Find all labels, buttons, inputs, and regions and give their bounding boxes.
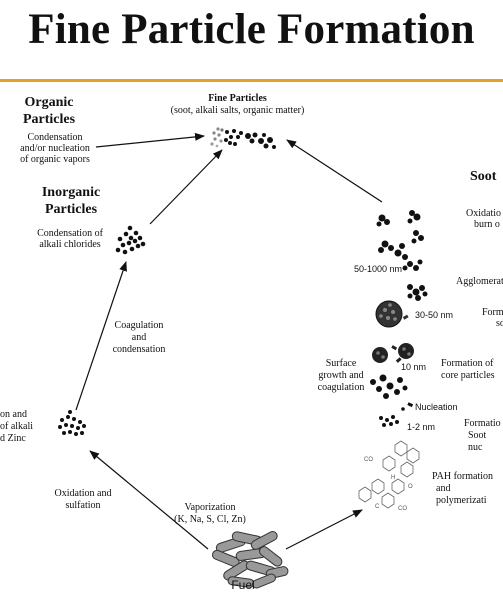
nucleation-particles bbox=[370, 374, 414, 427]
nucleation-label: Nucleation bbox=[415, 402, 458, 412]
soot-oxidation-line2: burn o bbox=[474, 219, 500, 230]
organic-desc-line3: of organic vapors bbox=[20, 154, 90, 165]
molecule-co2: CO bbox=[364, 457, 373, 463]
surface-growth-line2: growth and bbox=[318, 370, 364, 381]
agglomeration-label: Agglomerat bbox=[456, 276, 503, 287]
inorganic-heading-line1: Inorganic bbox=[41, 185, 101, 200]
size-30-50nm: 30-50 nm bbox=[415, 310, 454, 320]
title-rule bbox=[0, 79, 503, 82]
soot-agglomerates bbox=[376, 210, 428, 301]
soot-sphere bbox=[375, 300, 409, 328]
core-formation-line1: Formation of bbox=[441, 358, 494, 369]
vaporization-line2: (K, Na, S, Cl, Zn) bbox=[174, 514, 246, 525]
size-50-1000nm: 50-1000 nm bbox=[354, 264, 403, 274]
oxidation-sulfation-line2: sulfation bbox=[65, 500, 101, 511]
molecule-o2: O bbox=[408, 484, 413, 490]
organic-heading-line1: Organic bbox=[24, 95, 74, 110]
fine-particles-heading: Fine Particles bbox=[208, 93, 267, 104]
soot-nucleation-line1: Formatio bbox=[464, 418, 501, 429]
coagulation-line2: and bbox=[131, 332, 147, 343]
organic-heading-line2: Particles bbox=[22, 112, 76, 127]
soot-oxidation-line1: Oxidatio bbox=[466, 208, 501, 219]
page-title: Fine Particle Formation bbox=[28, 6, 475, 53]
size-10nm: 10 nm bbox=[401, 362, 427, 372]
surface-growth-line3: coagulation bbox=[317, 382, 365, 393]
pah-line1: PAH formation bbox=[432, 471, 494, 482]
cut-text-line3: d Zinc bbox=[0, 433, 26, 444]
molecule-c2h2: C bbox=[375, 504, 380, 510]
molecule-h2o: H bbox=[391, 475, 396, 481]
soot-form-line1: Form bbox=[482, 307, 503, 318]
inorganic-heading-line2: Particles bbox=[44, 202, 98, 217]
soot-form-line2: so bbox=[496, 318, 503, 329]
left-cluster bbox=[58, 410, 86, 436]
fine-particles-cluster bbox=[210, 127, 276, 149]
arrow-left-to-inorganic bbox=[75, 261, 127, 411]
inorganic-desc-line2: alkali chlorides bbox=[39, 239, 101, 250]
cut-text-line1: on and bbox=[0, 409, 27, 420]
coagulation-line3: condensation bbox=[112, 344, 166, 355]
molecule-co: CO bbox=[398, 506, 407, 512]
arrow-inorganic-to-fine bbox=[149, 149, 223, 225]
size-1-2nm: 1-2 nm bbox=[407, 422, 436, 432]
arrow-organic-to-fine bbox=[95, 132, 205, 148]
arrow-soot-to-fine bbox=[286, 139, 383, 203]
fuel-label: Fuel bbox=[231, 578, 255, 592]
core-particles bbox=[372, 343, 414, 363]
surface-growth-line1: Surface bbox=[325, 358, 357, 369]
fine-particles-subheading: (soot, alkali salts, organic matter) bbox=[170, 105, 305, 116]
soot-nucleation-line2: Soot nuc bbox=[468, 430, 487, 453]
arrow-fuel-to-pah bbox=[285, 509, 363, 550]
soot-heading: Soot bbox=[470, 169, 497, 184]
pah-line2: and polymerizati bbox=[436, 483, 487, 506]
inorganic-cluster bbox=[115, 225, 146, 255]
vaporization-line1: Vaporization bbox=[184, 502, 236, 513]
oxidation-sulfation-line1: Oxidation and bbox=[54, 488, 112, 499]
organic-desc-line2: and/or nucleation bbox=[20, 143, 90, 154]
inorganic-desc-line1: Condensation of bbox=[37, 228, 103, 239]
arrow-fuel-to-left bbox=[89, 450, 209, 550]
fuel-pellets bbox=[212, 530, 289, 589]
organic-desc-line1: Condensation bbox=[27, 132, 83, 143]
pah-molecules bbox=[358, 440, 420, 509]
core-formation-line2: core particles bbox=[441, 370, 495, 381]
coagulation-line1: Coagulation bbox=[114, 320, 164, 331]
cut-text-line2: of alkali bbox=[0, 421, 34, 432]
